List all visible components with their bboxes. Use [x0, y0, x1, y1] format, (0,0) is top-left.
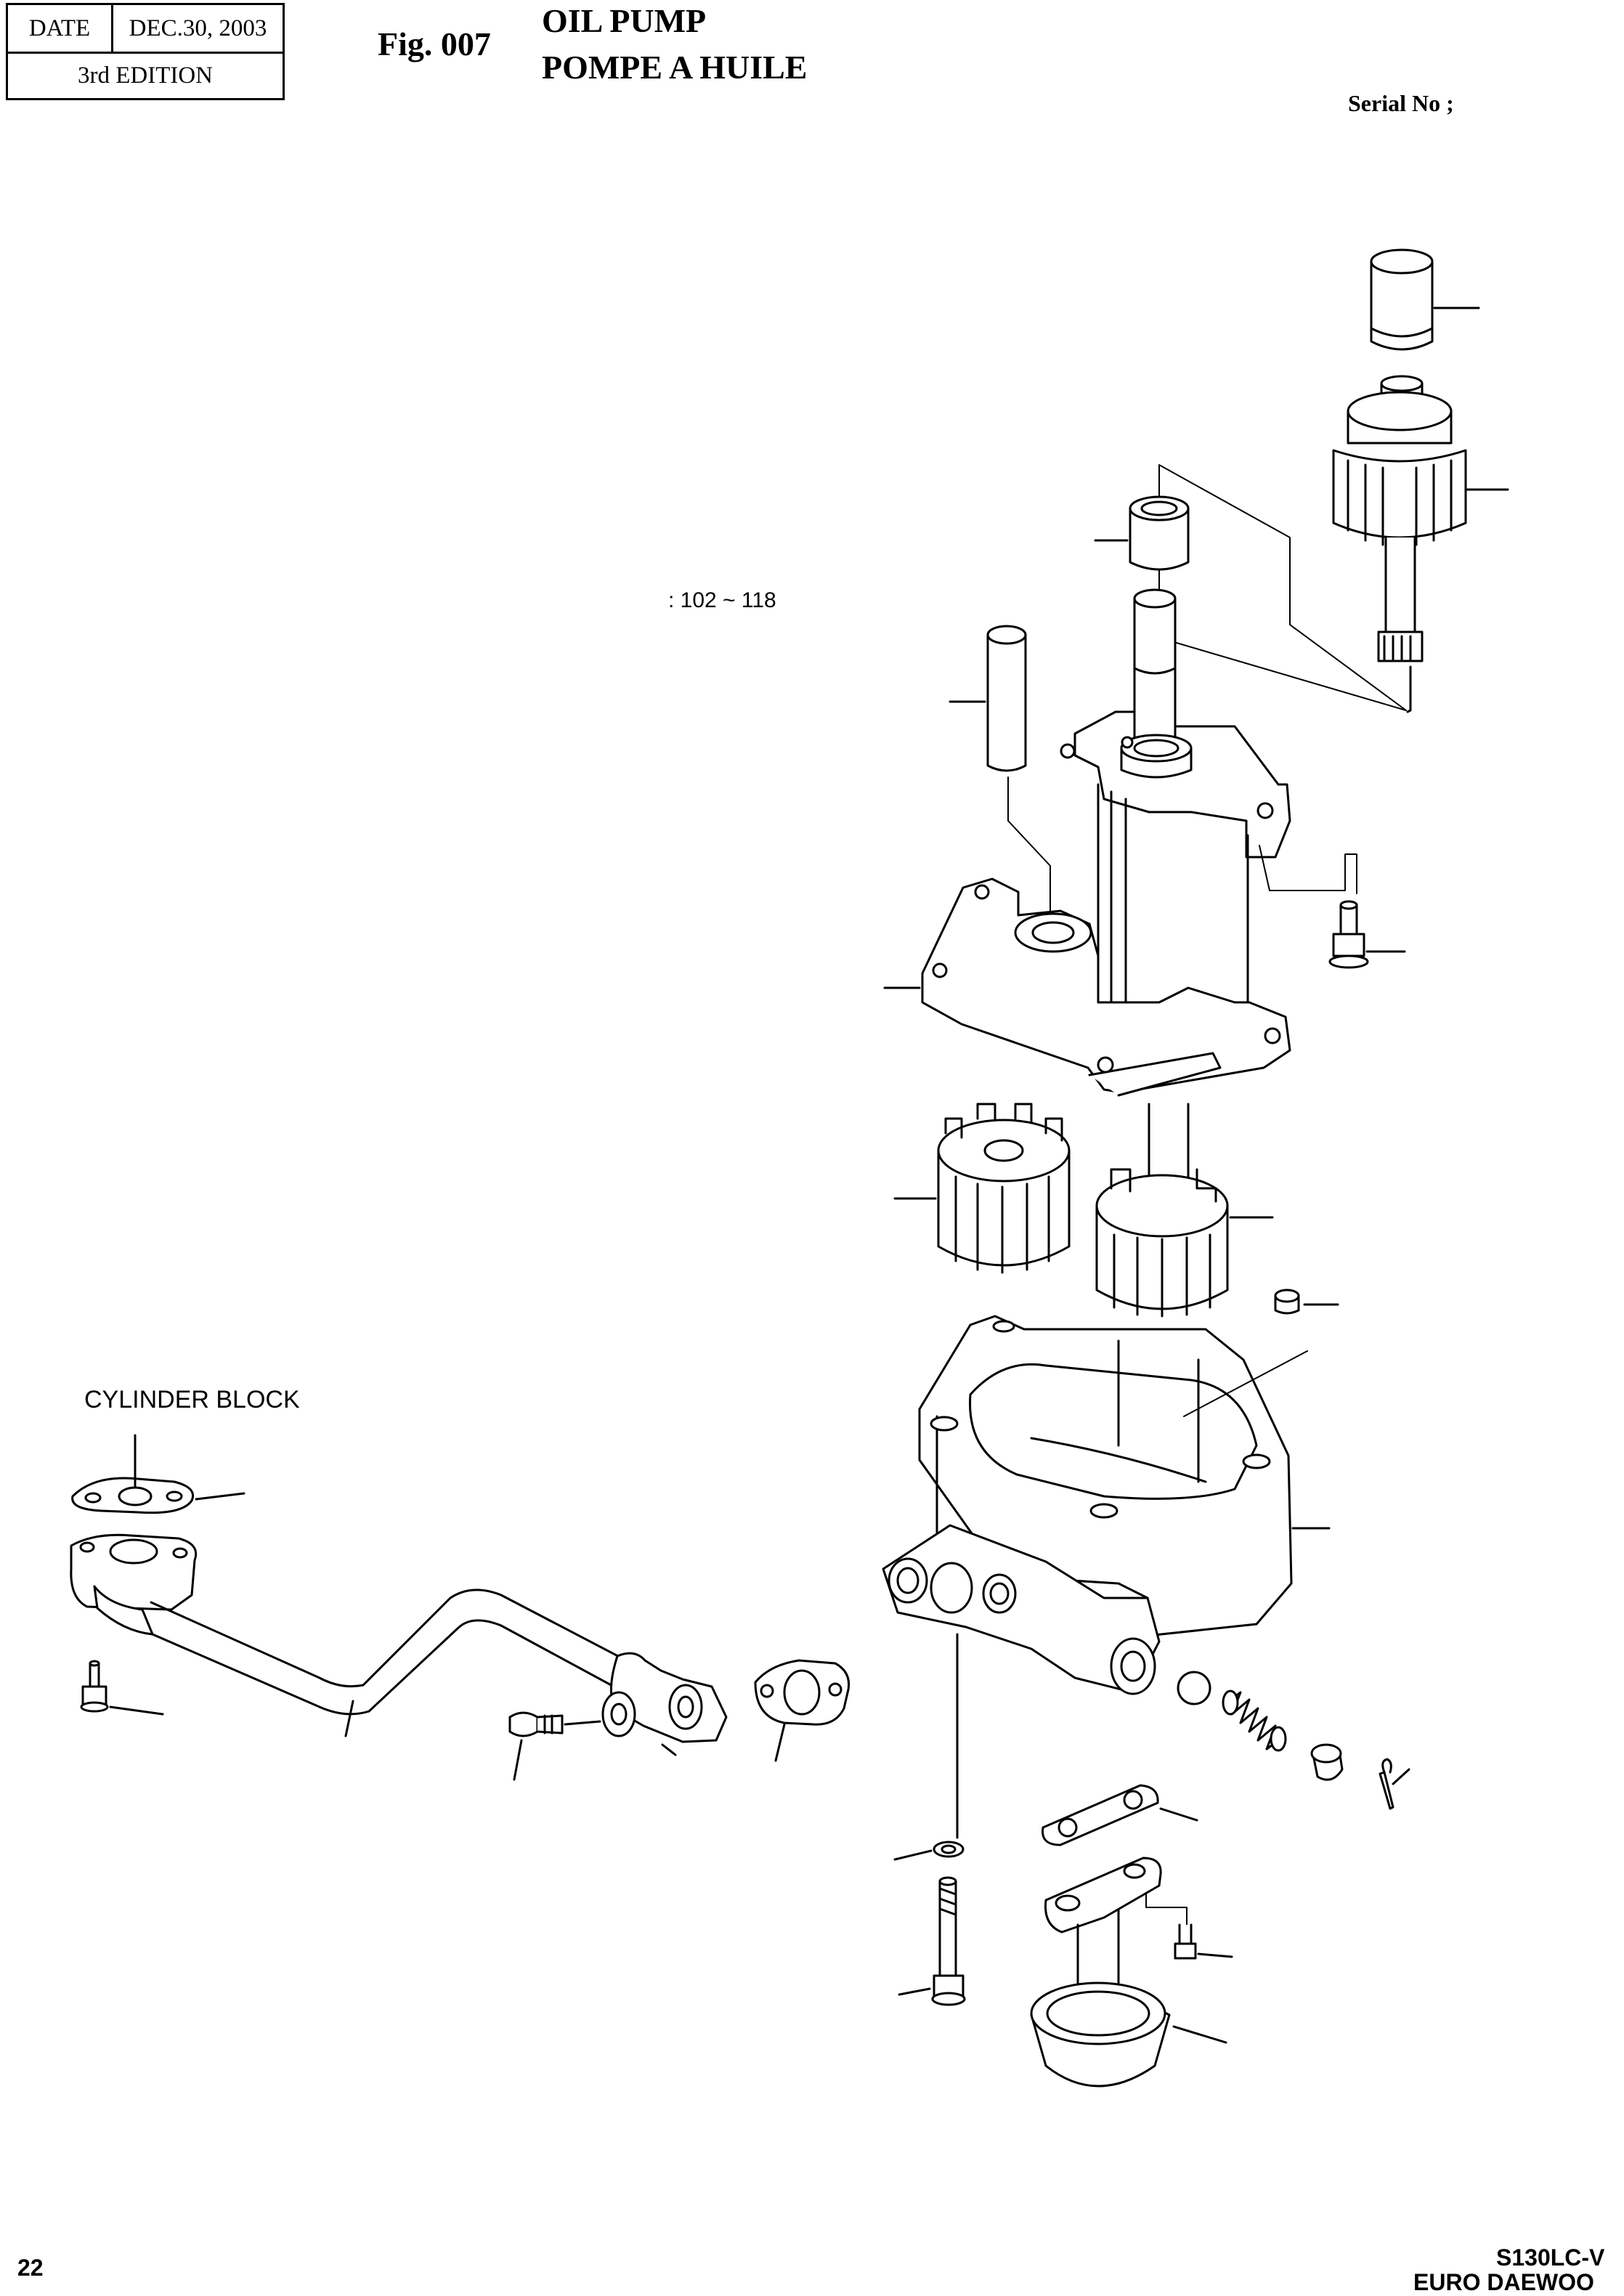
small-bolt-left-part — [80, 1660, 164, 1716]
figure-number: Fig. 007 — [378, 25, 491, 62]
header-date-row: DATE DEC.30, 2003 — [8, 5, 283, 54]
dowel-pin-part — [949, 625, 1051, 914]
strainer-gasket-part — [1042, 1784, 1198, 1846]
relief-valve-ball — [1177, 1671, 1211, 1705]
small-plug-part — [1274, 1289, 1339, 1315]
header-info-box: DATE DEC.30, 2003 3rd EDITION — [6, 3, 285, 100]
torque-range-label: : 102 ~ 118 — [668, 588, 776, 612]
title-english: OIL PUMP — [542, 2, 707, 39]
model-label: S130LC-V — [1496, 2244, 1605, 2271]
washer-part — [893, 1841, 965, 1861]
pipe-gasket-part — [754, 1659, 850, 1762]
split-pin-part — [1379, 1758, 1410, 1810]
page-number: 22 — [17, 2255, 44, 2281]
main-drive-gear-part — [1095, 1103, 1274, 1318]
date-value: DEC.30, 2003 — [129, 15, 267, 41]
pipe-bolt-part — [508, 1711, 601, 1781]
title-french: POMPE A HUILE — [542, 49, 808, 86]
strainer-bolt-part — [1145, 1894, 1233, 1960]
date-label: DATE — [8, 5, 113, 52]
brand-label: EURO DAEWOO — [1413, 2269, 1594, 2295]
cover-bolt-part — [1328, 900, 1406, 969]
cylinder-block-label: CYLINDER BLOCK — [84, 1386, 300, 1413]
serial-number-label: Serial No ; — [1348, 90, 1454, 116]
suction-pipe-part — [70, 1533, 728, 1756]
pump-body-housing-part — [882, 1315, 1331, 1839]
spline-coupling-part — [1094, 495, 1190, 571]
drive-gear-shaft-part — [1332, 375, 1509, 713]
edition-label: 3rd EDITION — [77, 62, 214, 89]
top-sleeve-part — [1370, 248, 1480, 351]
idler-gear-part — [893, 1103, 1071, 1274]
cylinder-block-gasket-part — [71, 1434, 245, 1514]
relief-valve-spring — [1222, 1689, 1287, 1752]
pump-cover-part — [1060, 588, 1357, 1047]
strainer-pipe-part — [1030, 1857, 1227, 2088]
long-bolt-part — [898, 1876, 966, 2006]
relief-valve-plug — [1310, 1743, 1344, 1781]
pump-body-flange-part — [883, 877, 1291, 1097]
